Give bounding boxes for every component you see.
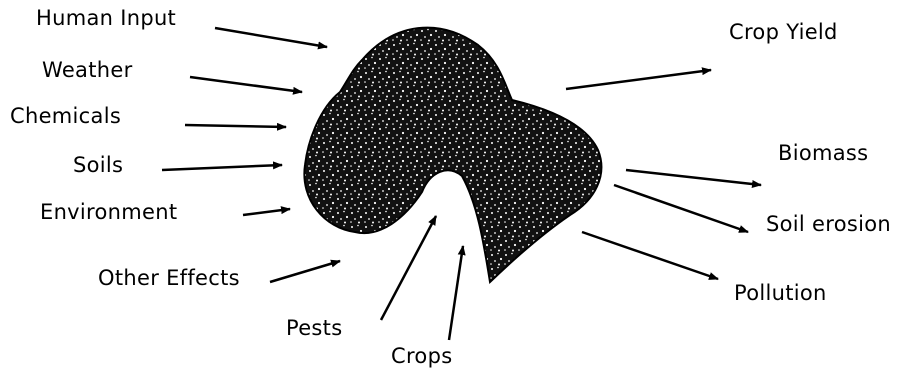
- label-environment: Environment: [40, 202, 177, 223]
- arrow-soil-erosion: [614, 185, 748, 232]
- arrow-soils: [162, 165, 282, 170]
- arrow-human-input: [215, 28, 327, 47]
- crop-system-blob: [304, 28, 601, 282]
- arrow-weather: [190, 77, 302, 92]
- arrow-other-effects: [270, 261, 340, 282]
- label-pests: Pests: [286, 318, 342, 339]
- arrow-crops: [449, 246, 463, 340]
- label-biomass: Biomass: [778, 143, 868, 164]
- label-chemicals: Chemicals: [10, 106, 121, 127]
- arrow-environment: [243, 209, 290, 215]
- arrow-crop-yield: [566, 70, 711, 89]
- arrow-chemicals: [185, 125, 286, 127]
- label-crop-yield: Crop Yield: [729, 22, 838, 43]
- label-human-input: Human Input: [36, 8, 176, 29]
- arrow-pollution: [582, 232, 718, 279]
- label-crops: Crops: [391, 346, 452, 367]
- label-pollution: Pollution: [734, 283, 827, 304]
- arrow-pests: [381, 216, 436, 320]
- label-soil-erosion: Soil erosion: [766, 214, 891, 235]
- arrow-biomass: [626, 170, 761, 185]
- label-weather: Weather: [42, 60, 133, 81]
- label-soils: Soils: [73, 155, 123, 176]
- label-other-effects: Other Effects: [98, 268, 240, 289]
